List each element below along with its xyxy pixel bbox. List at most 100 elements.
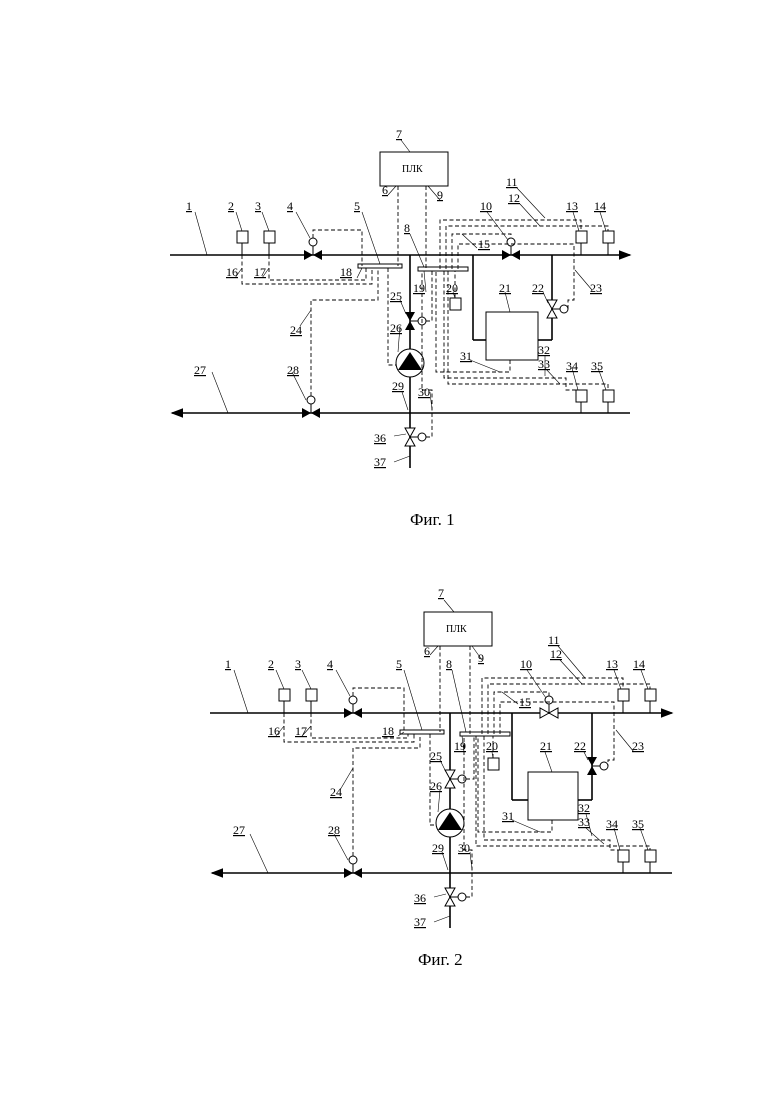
callout-37: 37 (374, 455, 386, 469)
valve-25-icon (405, 312, 426, 330)
valve-28-icon (302, 396, 320, 418)
callout-9: 9 (478, 651, 484, 665)
callout-19: 19 (413, 281, 425, 295)
callout-9: 9 (437, 188, 443, 202)
valve-4-icon (304, 238, 322, 260)
sensor-20 (450, 298, 461, 310)
sensor-2 (279, 689, 290, 701)
callout-7: 7 (396, 127, 402, 141)
callout-18: 18 (382, 724, 394, 738)
callout-22: 22 (574, 739, 586, 753)
callout-35: 35 (632, 817, 644, 831)
callout-20: 20 (486, 739, 498, 753)
callout-6: 6 (424, 644, 430, 658)
sensor-34 (576, 390, 587, 402)
callout-8: 8 (404, 221, 410, 235)
callout-26: 26 (390, 321, 402, 335)
callout-33: 33 (538, 357, 550, 371)
callout-1: 1 (225, 657, 231, 671)
figure-1: ПЛК (170, 127, 630, 529)
heat-exchanger-21 (528, 772, 578, 820)
callout-16: 16 (268, 724, 280, 738)
callout-23: 23 (590, 281, 602, 295)
plc-label: ПЛК (402, 164, 423, 175)
callout-30: 30 (458, 841, 470, 855)
sensor-3 (264, 231, 275, 243)
callout-24: 24 (330, 785, 342, 799)
callout-37: 37 (414, 915, 426, 929)
callout-21: 21 (499, 281, 511, 295)
valve-10-icon (502, 238, 520, 260)
callout-14: 14 (594, 199, 606, 213)
callout-11: 11 (548, 633, 560, 647)
callout-26: 26 (430, 779, 442, 793)
valve-22-icon (587, 757, 608, 775)
callout-12: 12 (508, 191, 520, 205)
sensor-2 (237, 231, 248, 243)
callout-35: 35 (591, 359, 603, 373)
callout-34: 34 (566, 359, 578, 373)
callout-23: 23 (632, 739, 644, 753)
callout-10: 10 (520, 657, 532, 671)
callout-4: 4 (327, 657, 333, 671)
callout-31: 31 (460, 349, 472, 363)
figure-2-caption: Фиг. 2 (418, 950, 463, 969)
sensor-35 (603, 390, 614, 402)
sensor-14 (645, 689, 656, 701)
callout-24: 24 (290, 323, 302, 337)
callout-3: 3 (295, 657, 301, 671)
callout-31: 31 (502, 809, 514, 823)
flow-meter-5 (400, 730, 444, 734)
callout-36: 36 (414, 891, 426, 905)
callout-4: 4 (287, 199, 293, 213)
flow-meter-8 (418, 267, 468, 271)
callout-36: 36 (374, 431, 386, 445)
callout-18: 18 (340, 265, 352, 279)
callout-22: 22 (532, 281, 544, 295)
callout-17: 17 (254, 265, 266, 279)
callout-2: 2 (268, 657, 274, 671)
callout-20: 20 (446, 281, 458, 295)
valve-28-icon (344, 856, 362, 878)
callout-5: 5 (396, 657, 402, 671)
callout-27: 27 (194, 363, 206, 377)
callout-28: 28 (287, 363, 299, 377)
sensor-14 (603, 231, 614, 243)
figure-1-caption: Фиг. 1 (410, 510, 455, 529)
sensor-20 (488, 758, 499, 770)
callout-16: 16 (226, 265, 238, 279)
callout-3: 3 (255, 199, 261, 213)
valve-36-icon (445, 888, 466, 906)
callout-8: 8 (446, 657, 452, 671)
flow-meter-5 (358, 264, 402, 268)
sensor-13 (618, 689, 629, 701)
callout-14: 14 (633, 657, 645, 671)
pump-26-icon (396, 349, 424, 377)
callout-15: 15 (478, 237, 490, 251)
valve-36-icon (405, 428, 426, 446)
callout-25: 25 (430, 749, 442, 763)
sensor-3 (306, 689, 317, 701)
sensor-13 (576, 231, 587, 243)
valve-25-icon (445, 770, 466, 788)
valve-10-icon (540, 696, 558, 718)
callout-33: 33 (578, 815, 590, 829)
callout-6: 6 (382, 183, 388, 197)
callout-32: 32 (538, 343, 550, 357)
callout-1: 1 (186, 199, 192, 213)
callout-5: 5 (354, 199, 360, 213)
callout-34: 34 (606, 817, 618, 831)
callout-29: 29 (392, 379, 404, 393)
callout-11: 11 (506, 175, 518, 189)
valve-4-icon (344, 696, 362, 718)
heat-exchanger-21 (486, 312, 538, 360)
callout-30: 30 (418, 385, 430, 399)
sensor-35 (645, 850, 656, 862)
callout-32: 32 (578, 801, 590, 815)
pump-26-icon (436, 809, 464, 837)
flow-meter-8 (460, 732, 510, 736)
callout-17: 17 (295, 724, 307, 738)
plc-label: ПЛК (446, 624, 467, 635)
callout-28: 28 (328, 823, 340, 837)
